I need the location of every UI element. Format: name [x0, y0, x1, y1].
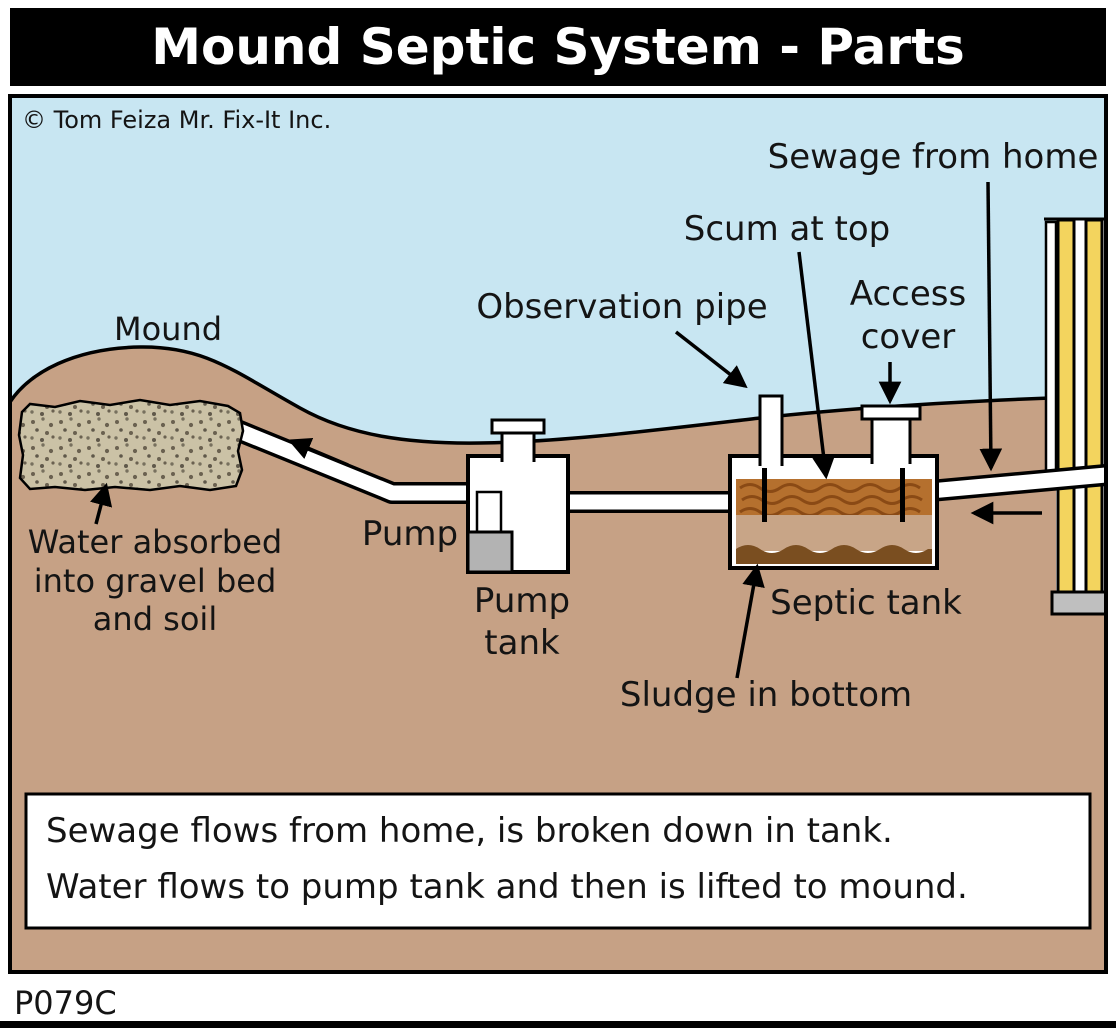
label-observation-pipe: Observation pipe: [476, 287, 767, 327]
diagram-panel-border: [8, 94, 1108, 974]
pump-tank-riser: [500, 430, 536, 462]
label-access-cover-line2: cover: [861, 317, 956, 357]
label-water-absorbed-line1: Water absorbed: [28, 523, 282, 561]
access-cover-cap: [860, 404, 922, 421]
house-footing: [1050, 590, 1108, 616]
label-pump: Pump: [362, 514, 458, 554]
copyright-text: © Tom Feiza Mr. Fix-It Inc.: [22, 106, 331, 134]
flow-arrow-to-mound: [287, 438, 349, 467]
label-scum-at-top: Scum at top: [684, 209, 890, 249]
caption-box: [24, 792, 1092, 930]
arrow-scum-at-top: [797, 251, 835, 480]
house-sewage-pipe: [929, 467, 1107, 499]
gravel-bed: [17, 398, 245, 492]
pump: [466, 530, 514, 574]
baffle-left: [762, 468, 767, 522]
label-septic-tank: Septic tank: [770, 583, 962, 623]
label-water-absorbed-line2: into gravel bed: [34, 562, 277, 600]
label-pump-tank-line2: tank: [484, 623, 560, 663]
vent-stack: [1044, 220, 1058, 476]
label-sewage-from-home: Sewage from home: [768, 137, 1099, 177]
bottom-border-bar: [0, 1021, 1116, 1028]
label-water-absorbed-line3: and soil: [93, 600, 217, 638]
page-title: Mound Septic System - Parts: [151, 18, 965, 76]
observation-pipe-shape: [758, 394, 784, 466]
arrow-observation-pipe: [674, 330, 748, 389]
caption-line-1: Sewage flows from home, is broken down i…: [46, 811, 893, 851]
pump-discharge-pipe: [475, 490, 503, 538]
mound-pipe: [229, 421, 482, 501]
house-framing-stud: [1084, 218, 1104, 594]
ground-surface-line: [8, 345, 1107, 445]
caption-line-2: Water flows to pump tank and then is lif…: [46, 867, 968, 907]
title-banner: [10, 8, 1106, 86]
figure-code: P079C: [14, 984, 117, 1022]
label-mound: Mound: [114, 310, 222, 348]
arrows: [90, 181, 1042, 679]
pump-tank-assembly: [466, 418, 570, 574]
arrow-water-absorbed: [90, 482, 113, 525]
label-pump-tank-line1: Pump: [474, 581, 570, 621]
house-wall: [1044, 217, 1108, 616]
house-framing-stud: [1056, 218, 1076, 594]
arrow-sludge-in-bottom: [735, 563, 765, 679]
arrow-sewage-from-home: [979, 181, 1003, 472]
pump-tank-riser-cap: [490, 418, 546, 435]
access-cover-riser: [870, 416, 912, 464]
baffle-right: [900, 468, 905, 522]
sludge-layer: [736, 545, 932, 564]
label-sludge-in-bottom: Sludge in bottom: [620, 675, 912, 715]
label-access-cover-line1: Access: [850, 274, 966, 314]
liquid-layer: [736, 515, 932, 551]
